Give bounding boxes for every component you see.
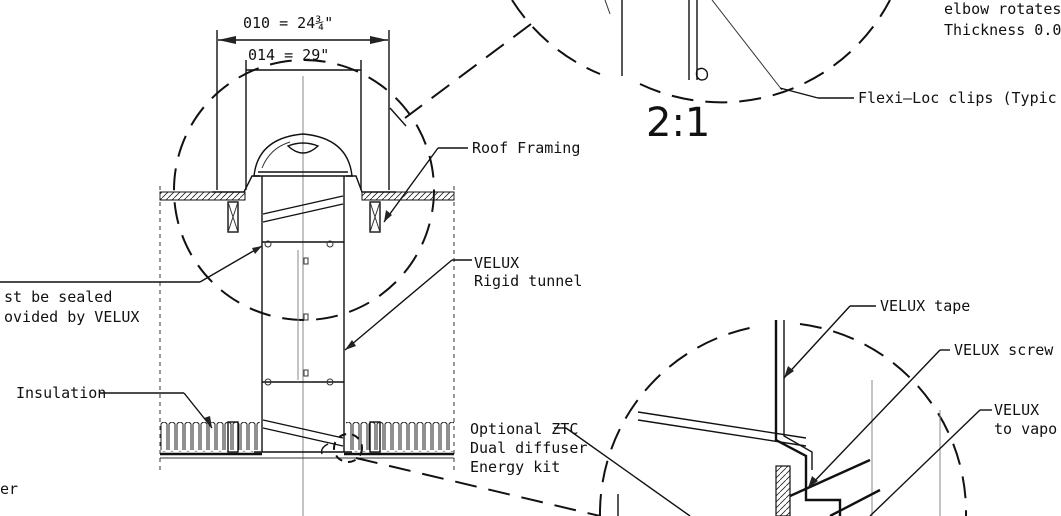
velux-vapor-label-1: VELUX: [994, 401, 1039, 419]
edge-er-label: er: [0, 480, 18, 498]
roof-assembly: [159, 175, 455, 470]
skylight-dome: [253, 133, 353, 177]
main-detail-circle: [173, 59, 435, 321]
detail-circle-top: [511, 0, 891, 104]
elbow-label-1: elbow rotates: [944, 0, 1061, 18]
dimension-lines: [216, 30, 390, 190]
ztc-label-3: Energy kit: [470, 458, 560, 476]
elbow-label-2: Thickness 0.0: [944, 21, 1061, 39]
scale-label: 2:1: [646, 100, 710, 146]
leader-lines: [0, 97, 854, 516]
detail-leader-dashes: [389, 23, 532, 127]
velux-vapor-label-2: to vapo: [994, 420, 1057, 438]
sealed-label-1: st be sealed: [4, 288, 112, 306]
ztc-label-1: Optional ZTC: [470, 420, 578, 438]
ceiling-insulation: [160, 421, 454, 463]
velux-screw-label: VELUX screw: [954, 341, 1054, 359]
detail-circle-bottom: [598, 320, 968, 516]
ztc-label-2: Dual diffuser: [470, 439, 587, 457]
flexiloc-label: Flexi–Loc clips (Typic: [858, 89, 1057, 107]
dimension-top-label: 010 = 24¾": [243, 14, 333, 32]
roof-framing-label: Roof Framing: [472, 139, 580, 157]
rigid-tunnel: [261, 176, 345, 452]
bottom-detail-leader: [355, 457, 601, 516]
bottom-detail-leaders: [783, 305, 992, 516]
insulation-label: Insulation: [16, 384, 106, 402]
rigid-tunnel-label-1: VELUX: [474, 254, 519, 272]
rigid-tunnel-label-2: Rigid tunnel: [474, 272, 582, 290]
sealed-label-2: ovided by VELUX: [4, 308, 139, 326]
velux-tape-label: VELUX tape: [880, 297, 970, 315]
